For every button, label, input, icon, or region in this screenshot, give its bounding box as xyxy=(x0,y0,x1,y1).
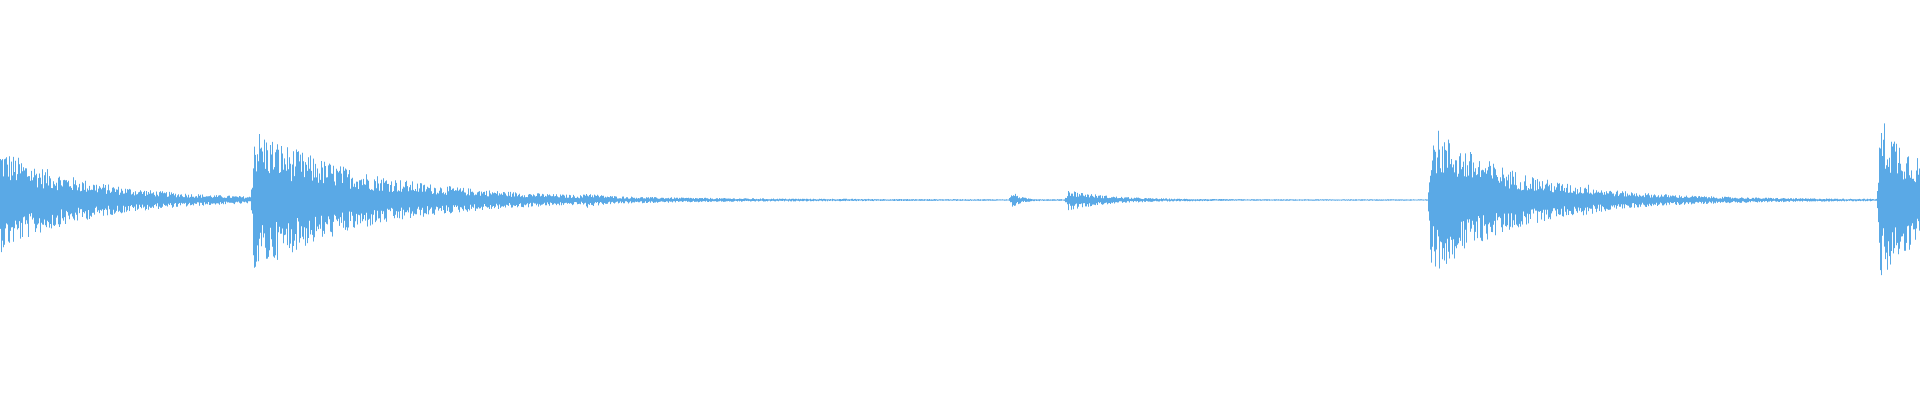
waveform-path xyxy=(0,123,1920,276)
waveform-samples xyxy=(0,123,1920,276)
